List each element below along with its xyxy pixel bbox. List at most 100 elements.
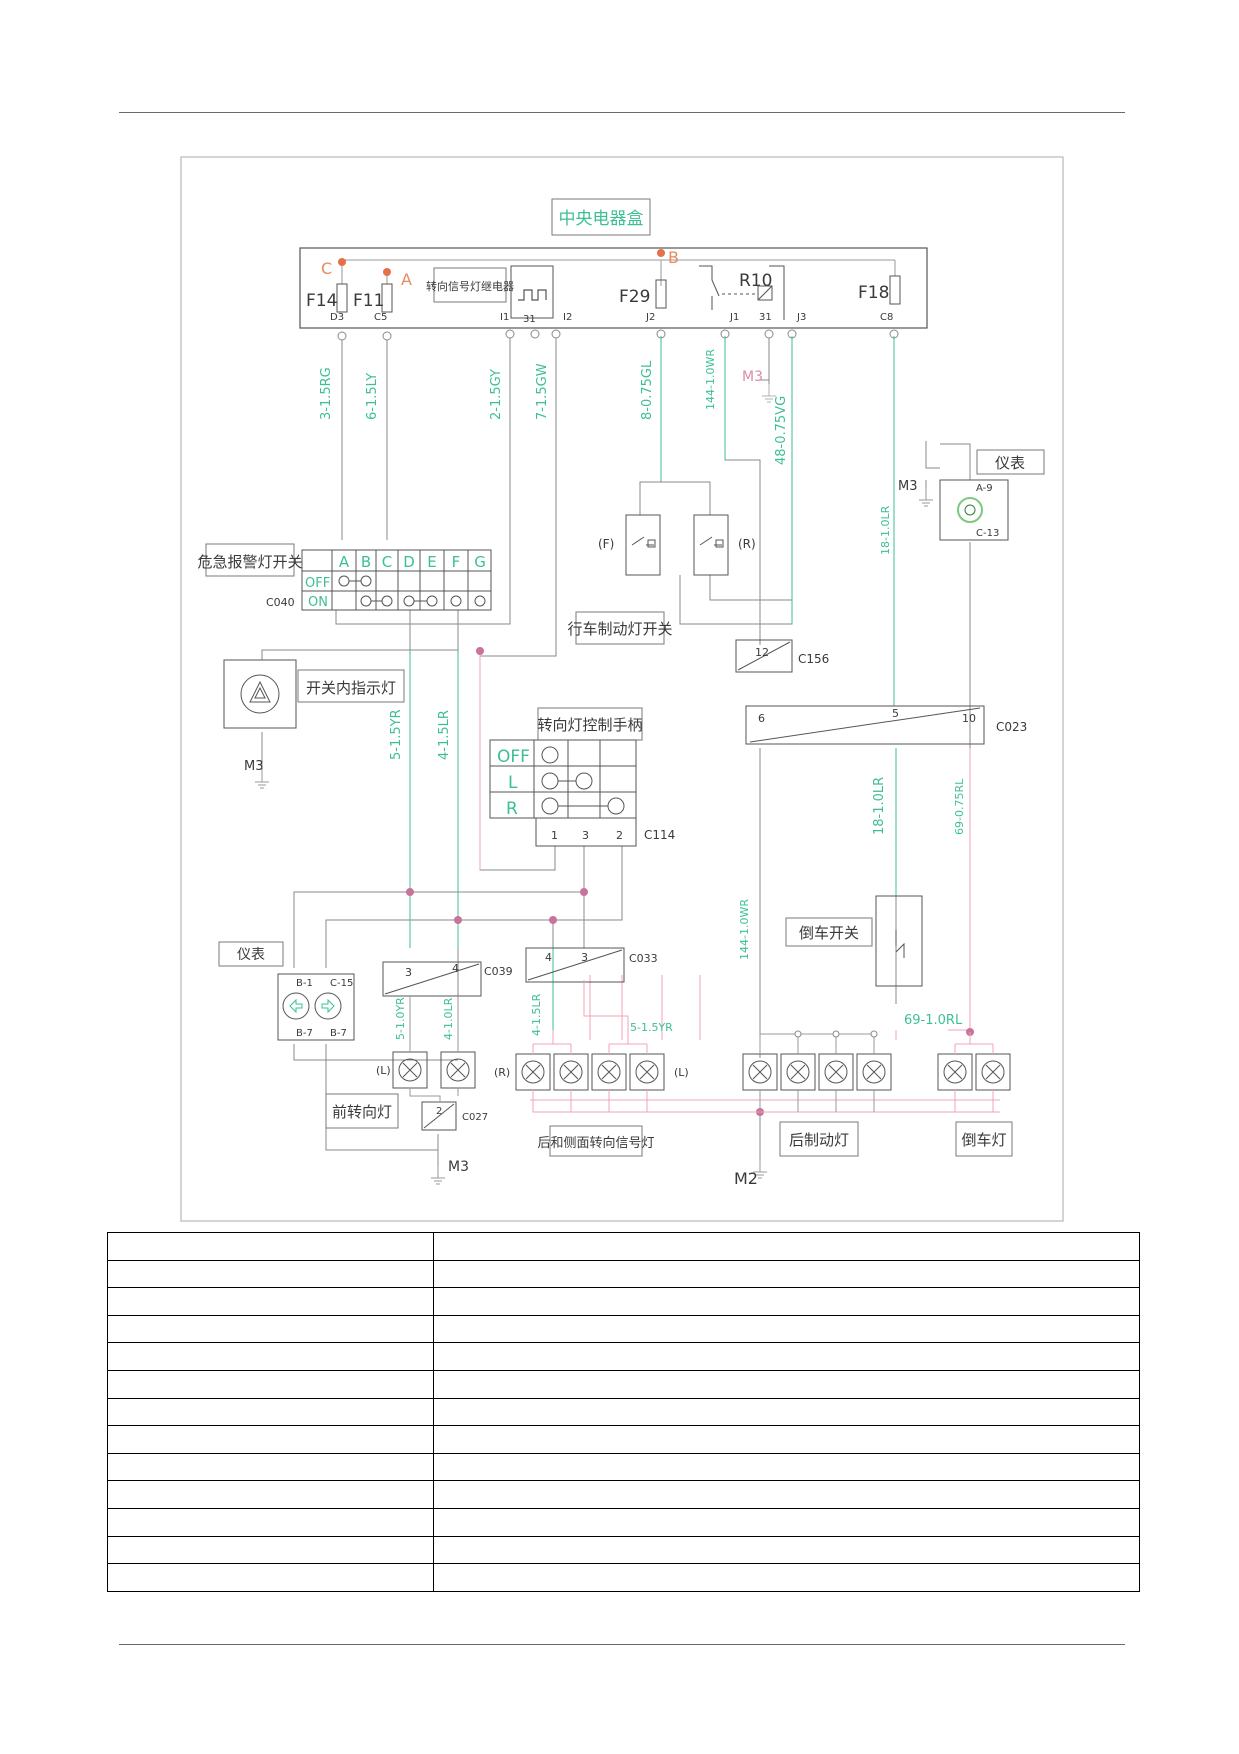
table-cell	[107, 1259, 434, 1289]
pin-31b: 31	[759, 312, 772, 323]
svg-text:E: E	[427, 553, 436, 571]
rear-brake-lamps: 后制动灯	[742, 1030, 892, 1157]
flasher-relay-label: 转向信号灯继电器	[426, 279, 514, 293]
svg-text:OFF: OFF	[305, 576, 330, 591]
svg-text:G: G	[474, 553, 486, 571]
table-cell	[433, 1314, 1140, 1344]
table-row	[107, 1507, 1140, 1537]
hazard-switch-label: 危急报警灯开关	[197, 553, 302, 571]
wire-7-15gw: 7-1.5GW	[535, 363, 550, 420]
ground-m3-front: M3	[431, 1159, 469, 1185]
table-cell	[107, 1342, 434, 1371]
fuse-f14	[336, 283, 348, 313]
svg-text:3: 3	[582, 829, 589, 842]
svg-text:A-9: A-9	[976, 483, 993, 494]
svg-text:C: C	[382, 553, 392, 571]
table-cell	[107, 1287, 434, 1316]
svg-text:(R): (R)	[494, 1066, 510, 1079]
ground-icon	[762, 384, 776, 403]
fuse-f18	[889, 275, 901, 305]
svg-text:B-7: B-7	[296, 1028, 313, 1039]
svg-text:C156: C156	[798, 652, 829, 666]
svg-text:C-13: C-13	[976, 528, 999, 539]
fuse-f29	[655, 279, 667, 309]
power-point-a	[383, 268, 391, 276]
table-row	[107, 1287, 1140, 1316]
switch-indicator-label: 开关内指示灯	[306, 679, 396, 697]
pin-c5: C5	[374, 312, 387, 323]
point-c-label: C	[321, 259, 332, 278]
point-a-label: A	[401, 270, 412, 289]
svg-text:4: 4	[545, 951, 552, 964]
table-cell	[107, 1535, 434, 1565]
svg-text:F: F	[452, 553, 461, 571]
instrument-cluster-top: 仪表 A-9 C-13	[939, 449, 1045, 541]
svg-text:OFF: OFF	[497, 747, 530, 767]
svg-text:R: R	[506, 799, 518, 819]
table-cell	[433, 1232, 1140, 1261]
wire-5-15yr: 5-1.5YR	[389, 709, 404, 760]
diagram-frame	[180, 156, 1064, 1222]
ground-m3-instrument: M3	[898, 479, 933, 507]
table-cell	[107, 1232, 434, 1261]
svg-text:L: L	[508, 773, 518, 793]
svg-text:C039: C039	[484, 965, 513, 978]
table-cell	[433, 1259, 1140, 1289]
connector-c033: 4 3 C033	[525, 947, 658, 983]
svg-text:B-1: B-1	[296, 978, 313, 989]
svg-text:C-15: C-15	[330, 978, 353, 989]
table-row	[107, 1452, 1140, 1482]
footer-rule	[119, 1644, 1125, 1645]
table-cell	[107, 1480, 434, 1509]
table-cell	[433, 1507, 1140, 1537]
wire-2-15gy: 2-1.5GY	[489, 369, 504, 420]
table-cell	[107, 1452, 434, 1482]
table-cell	[107, 1397, 434, 1427]
svg-text:5: 5	[892, 707, 899, 720]
power-point-b	[657, 249, 665, 257]
wire-144-10wr-top: 144-1.0WR	[704, 349, 717, 410]
fuse-f11-label: F11	[353, 291, 384, 311]
wire-3-15rg: 3-1.5RG	[319, 367, 334, 420]
rear-side-turn-lamps: (R) (L) 后和侧面转向信号灯	[494, 980, 1000, 1157]
wire-4-15lr-rear: 4-1.5LR	[530, 993, 543, 1036]
table-cell	[433, 1397, 1140, 1427]
brake-switch-label: 行车制动灯开关	[567, 620, 672, 638]
right-arrow-icon	[321, 998, 335, 1014]
table-row	[107, 1259, 1140, 1289]
table-cell	[433, 1452, 1140, 1482]
reverse-switch: 倒车开关	[785, 895, 923, 987]
table-row	[107, 1397, 1140, 1427]
ground-m3-relay: M3	[742, 369, 776, 403]
svg-text:12: 12	[755, 646, 769, 659]
ground-icon	[753, 1160, 767, 1179]
central-fuse-box: C A B F14 F11 F29 F18 转向信号灯继电器 R10 D3 C5…	[299, 247, 928, 329]
power-point-c	[338, 258, 346, 266]
table-cell	[433, 1342, 1140, 1371]
svg-text:1: 1	[551, 829, 558, 842]
warning-triangle-icon	[249, 680, 271, 703]
svg-text:4: 4	[452, 962, 459, 975]
c040-label: C040	[266, 596, 295, 609]
main-title: 中央电器盒	[559, 209, 644, 229]
table-row	[107, 1425, 1140, 1454]
svg-text:后制动灯: 后制动灯	[789, 1131, 849, 1149]
turn-signal-stalk: 转向灯控制手柄 OFF L R 1 3 2 C114	[489, 707, 675, 847]
wire-18-10lr-top: 18-1.0LR	[879, 505, 892, 555]
svg-text:仪表: 仪表	[237, 947, 265, 963]
table-row	[107, 1232, 1140, 1261]
svg-text:M3: M3	[898, 479, 918, 494]
flasher-pulse-icon	[518, 289, 547, 301]
wire-69-075rl: 69-0.75RL	[953, 778, 966, 835]
fuse-f14-label: F14	[306, 291, 337, 311]
relay-coil	[757, 285, 773, 301]
point-b-label: B	[668, 248, 679, 267]
svg-text:D: D	[403, 553, 415, 571]
ground-icon	[255, 770, 269, 789]
svg-text:(L): (L)	[376, 1064, 391, 1077]
fuse-f29-label: F29	[619, 287, 650, 307]
table-cell	[107, 1425, 434, 1454]
pin-c8: C8	[880, 312, 893, 323]
svg-text:M2: M2	[734, 1169, 758, 1188]
table-row	[107, 1535, 1140, 1565]
